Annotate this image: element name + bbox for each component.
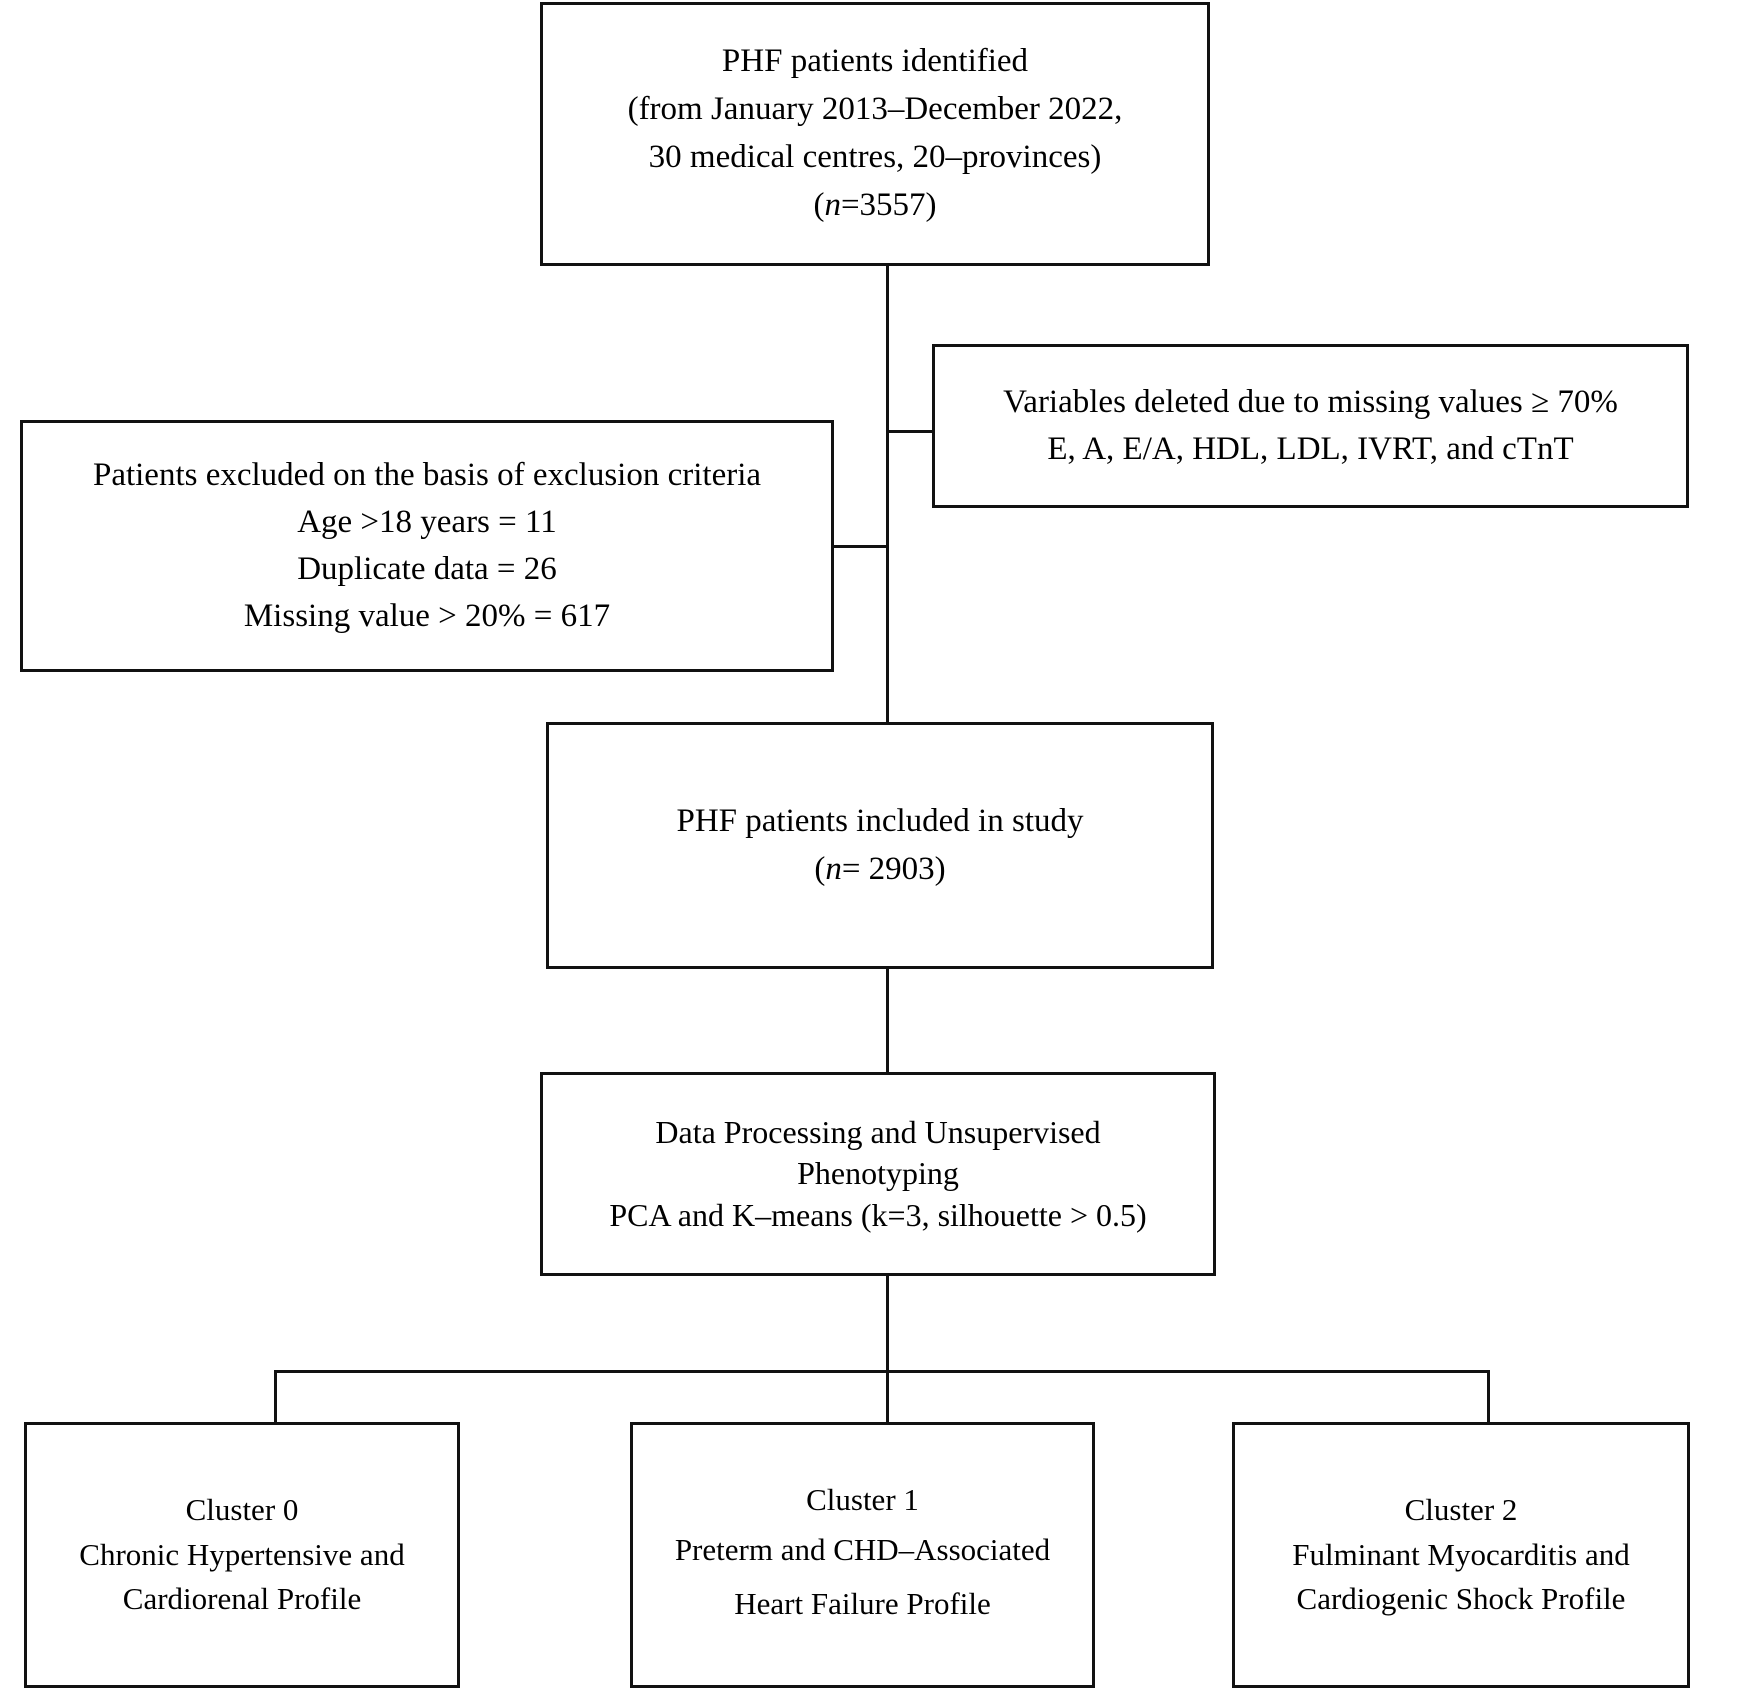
excluded-line-2: Age >18 years = 11	[297, 504, 557, 541]
connector-to-excluded	[832, 545, 889, 548]
processing-line-3: PCA and K–means (k=3, silhouette > 0.5)	[609, 1196, 1147, 1233]
excluded-line-1: Patients excluded on the basis of exclus…	[92, 457, 762, 494]
cluster-0-title: Cluster 0	[185, 1491, 299, 1527]
variables-line-1: Variables deleted due to missing values …	[1003, 384, 1618, 421]
paren-open: (	[813, 186, 825, 223]
included-line-1: PHF patients included in study	[676, 802, 1084, 839]
connector-cluster-fan-bar	[274, 1370, 1490, 1373]
count-value: = 2903)	[841, 850, 946, 887]
processing-line-2: Phenotyping	[797, 1155, 959, 1192]
cluster-0-line-2: Cardiorenal Profile	[122, 1581, 362, 1617]
node-data-processing: Data Processing and Unsupervised Phenoty…	[540, 1072, 1216, 1276]
n-symbol: n	[825, 850, 842, 887]
identified-line-2: (from January 2013–December 2022,	[627, 91, 1123, 128]
cluster-1-title: Cluster 1	[806, 1482, 919, 1518]
node-patients-excluded: Patients excluded on the basis of exclus…	[20, 420, 834, 672]
connector-drop-cluster-2	[1487, 1370, 1490, 1424]
node-cluster-0: Cluster 0 Chronic Hypertensive and Cardi…	[24, 1422, 460, 1688]
node-phf-patients-included: PHF patients included in study (n= 2903)	[546, 722, 1214, 969]
count-value: =3557)	[840, 186, 937, 223]
variables-line-2: E, A, E/A, HDL, LDL, IVRT, and cTnT	[1047, 431, 1574, 467]
cluster-1-line-2: Heart Failure Profile	[734, 1586, 991, 1622]
cluster-1-line-1: Preterm and CHD–Associated	[674, 1532, 1051, 1568]
excluded-line-3: Duplicate data = 26	[297, 551, 557, 587]
n-symbol: n	[824, 186, 841, 223]
node-variables-deleted: Variables deleted due to missing values …	[932, 344, 1689, 508]
processing-line-1: Data Processing and Unsupervised	[655, 1113, 1101, 1150]
cluster-2-title: Cluster 2	[1404, 1491, 1518, 1527]
connector-processing-to-clusters	[886, 1274, 889, 1424]
excluded-line-4: Missing value > 20% = 617	[243, 597, 611, 634]
node-cluster-2: Cluster 2 Fulminant Myocarditis and Card…	[1232, 1422, 1690, 1688]
connector-drop-cluster-0	[274, 1370, 277, 1424]
included-sample-size: (n= 2903)	[814, 846, 945, 894]
cluster-0-line-1: Chronic Hypertensive and	[79, 1536, 405, 1572]
node-cluster-1: Cluster 1 Preterm and CHD–Associated Hea…	[630, 1422, 1095, 1688]
connector-trunk-top	[886, 264, 889, 724]
cluster-2-line-2: Cardiogenic Shock Profile	[1296, 1581, 1626, 1617]
node-phf-patients-identified: PHF patients identified (from January 20…	[540, 2, 1210, 266]
identified-line-1: PHF patients identified	[721, 43, 1029, 80]
connector-included-to-processing	[886, 967, 889, 1074]
connector-to-variables	[886, 430, 934, 433]
identified-line-3: 30 medical centres, 20–provinces)	[648, 139, 1102, 175]
paren-open: (	[814, 850, 826, 887]
identified-sample-size: (n=3557)	[813, 182, 936, 230]
cluster-2-line-1: Fulminant Myocarditis and	[1292, 1536, 1630, 1572]
